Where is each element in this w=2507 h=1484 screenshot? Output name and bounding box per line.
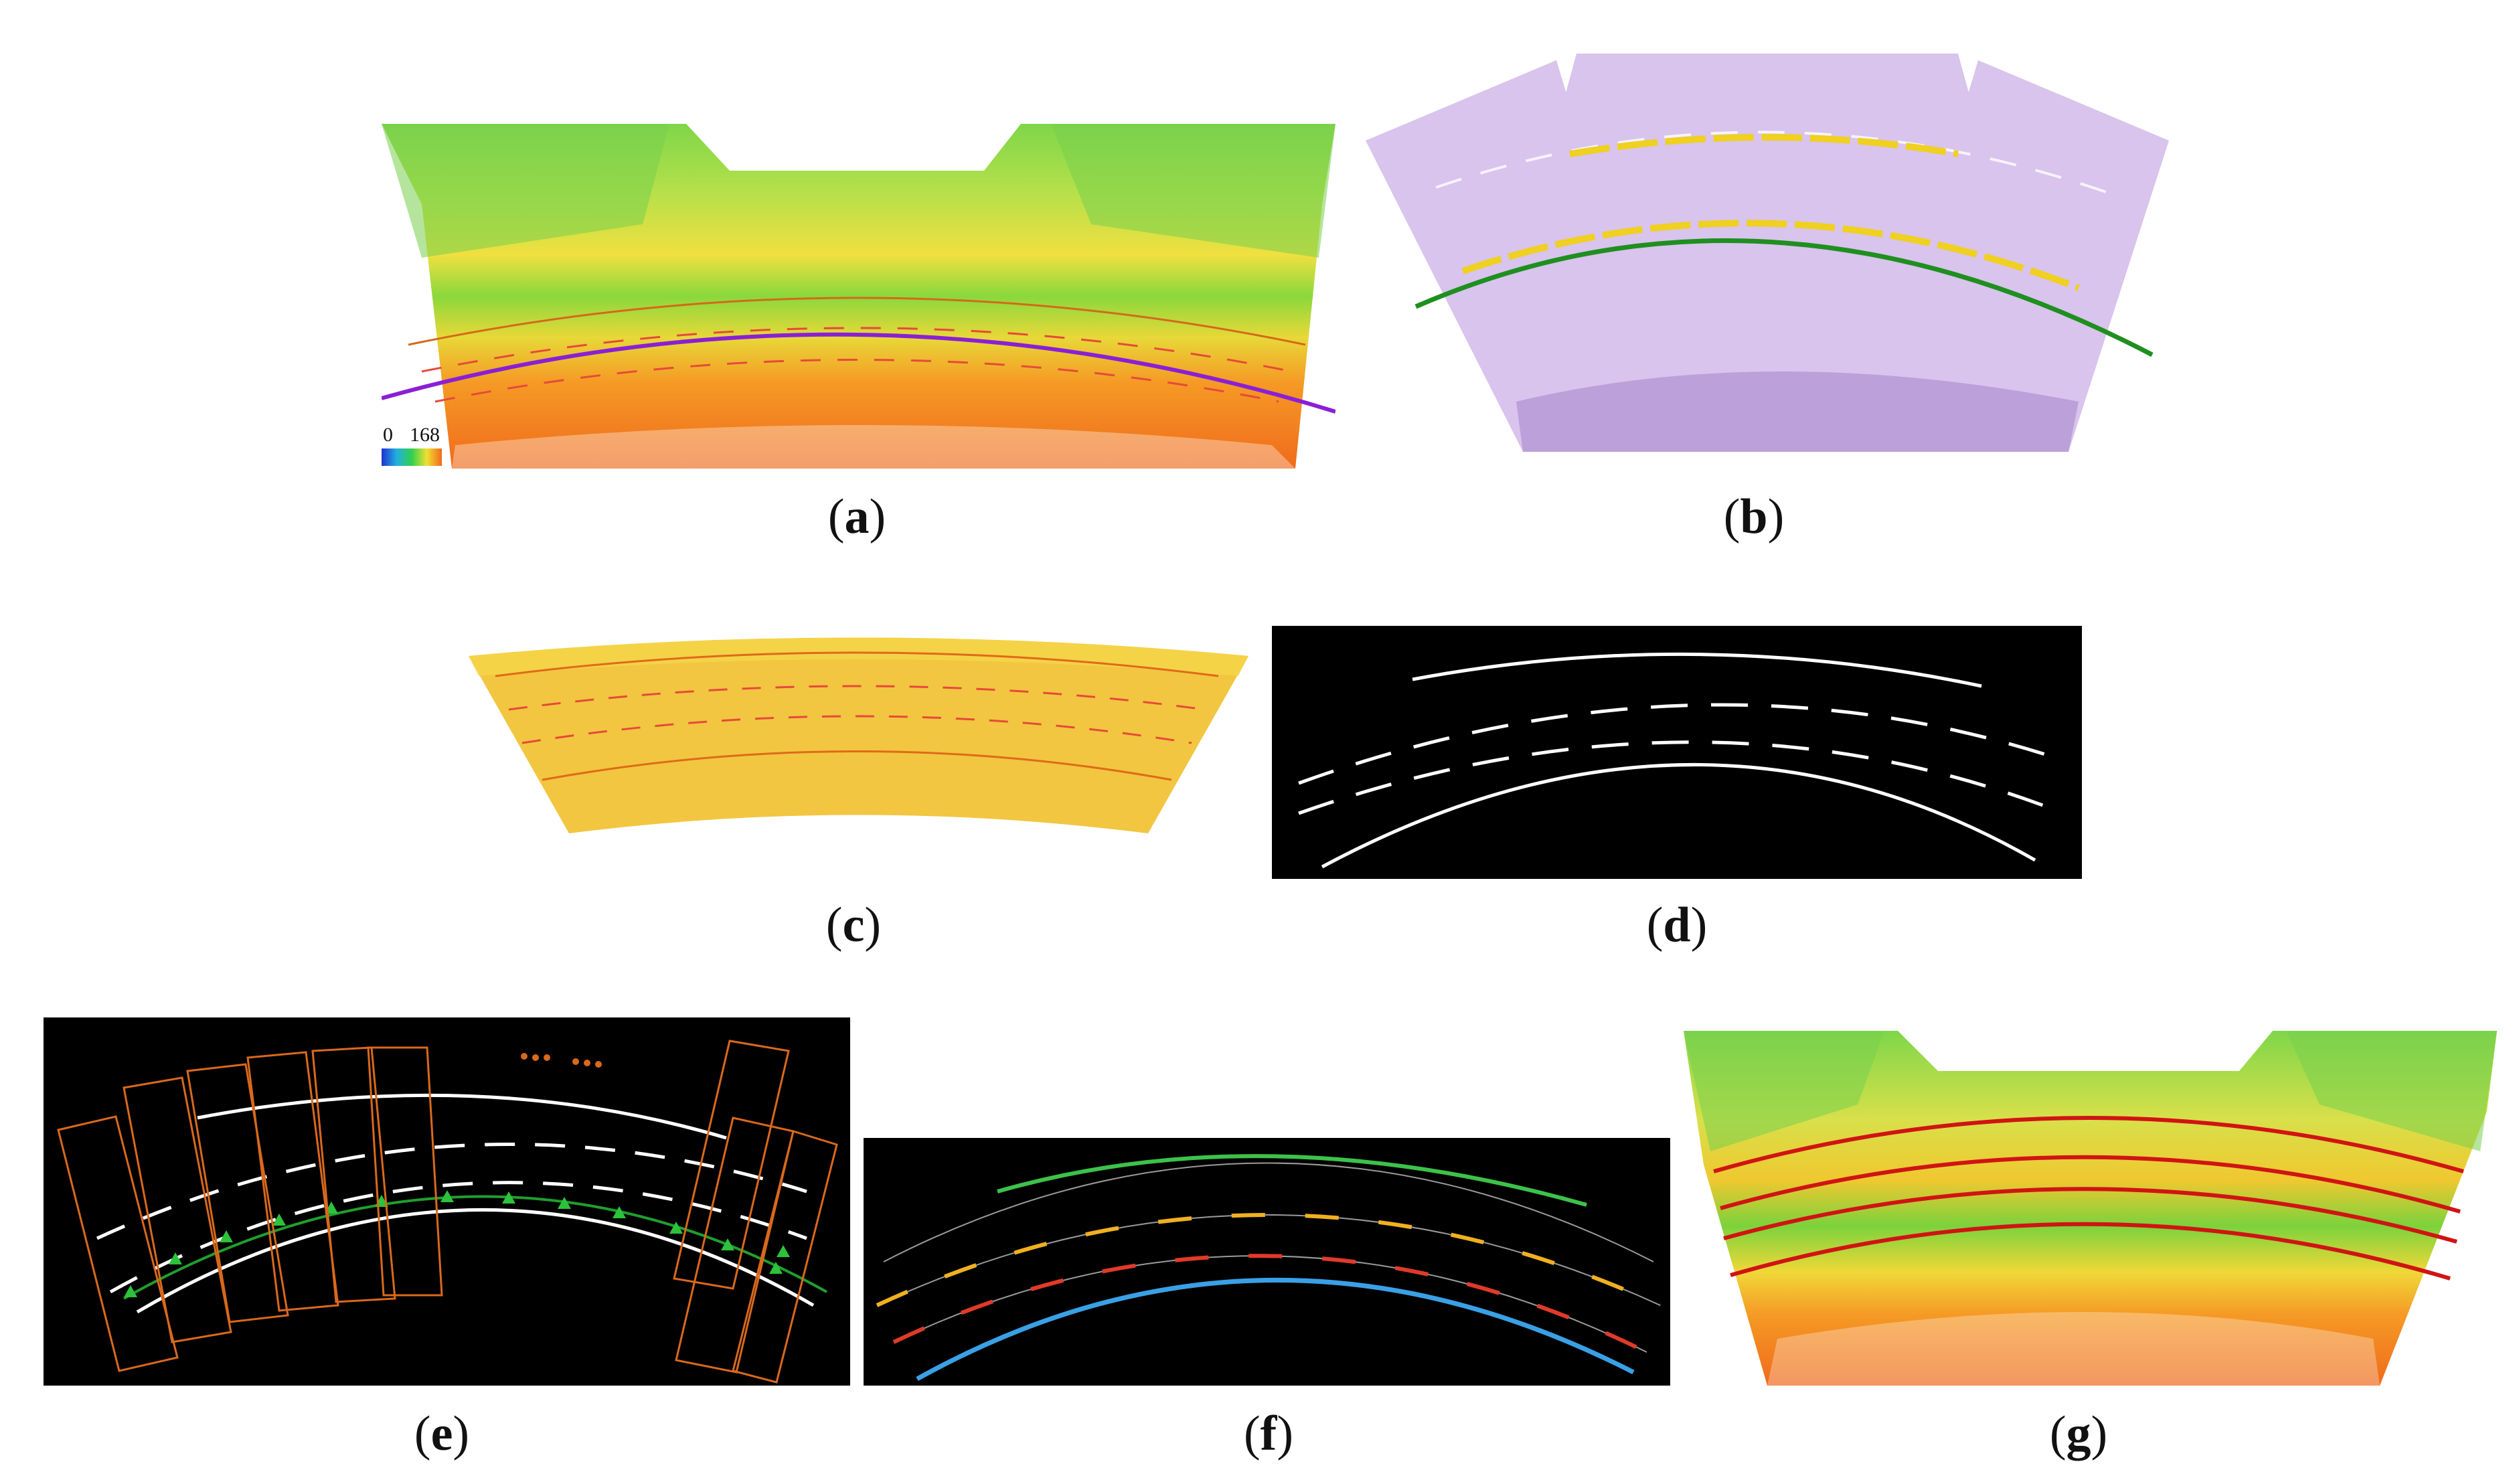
caption-c: (c) [825,898,882,953]
caption-g: (g) [2049,1406,2108,1461]
fitted-curve-green [1414,238,2154,357]
window-centroid-markers [124,1190,790,1297]
panel-g-fitted-lanes-overlay [1684,1031,2497,1386]
panel-e-sliding-windows [44,1017,850,1386]
caption-e: (e) [414,1406,470,1461]
caption-a: (a) [827,489,886,544]
fitted-curve-purple [382,332,1336,414]
panel-a-intensity-point-cloud: 0 168 [382,124,1336,469]
colorbar-min-label: 0 [383,424,393,446]
caption-f: (f) [1244,1406,1293,1461]
panel-d-binary-markings [1272,626,2082,879]
sliding-window-boxes [57,1040,838,1384]
panel-f-classified-lanes [864,1138,1670,1386]
colorbar-max-label: 168 [410,424,440,446]
ellipsis-dots [521,1053,602,1068]
caption-b: (b) [1723,489,1785,544]
panel-c-road-intensity [469,629,1248,833]
colorbar [382,448,442,466]
caption-d: (d) [1646,898,1708,953]
panel-b-road-surface-purple [1356,54,2172,455]
